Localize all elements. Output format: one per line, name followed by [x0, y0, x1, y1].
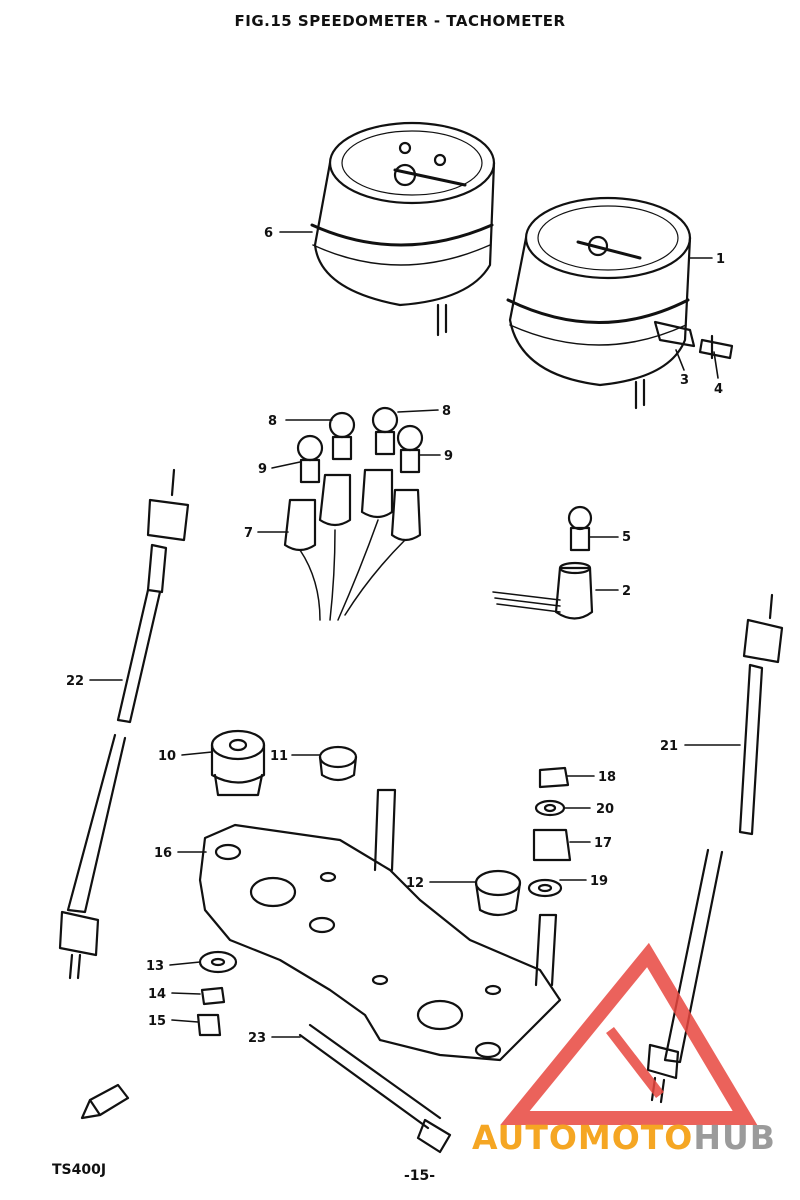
- bolt: [698, 334, 734, 360]
- tachometer-housing: [310, 121, 496, 337]
- callout-9-right: 9: [444, 449, 453, 464]
- callout-1: 1: [716, 252, 725, 267]
- indicator-socket: [653, 320, 696, 348]
- callout-4: 4: [714, 382, 723, 397]
- callout-7: 7: [244, 526, 253, 541]
- callout-6: 6: [264, 226, 273, 241]
- callout-5: 5: [622, 530, 631, 545]
- washer-stack: [527, 766, 572, 898]
- washer-nut-set: [196, 950, 238, 1037]
- model-code: TS400J: [52, 1162, 107, 1178]
- stud-bolt: [298, 1023, 452, 1154]
- callout-14: 14: [148, 987, 166, 1002]
- callout-11: 11: [270, 749, 288, 764]
- front-arrow-icon: [80, 1083, 130, 1120]
- figure-title: FIG.15 SPEEDOMETER - TACHOMETER: [234, 12, 566, 30]
- cushion-12: [474, 869, 522, 917]
- callout-8-left: 8: [268, 414, 277, 429]
- watermark-logo-icon: [500, 942, 758, 1125]
- callout-23: 23: [248, 1031, 266, 1046]
- watermark-text: AUTOMOTOHUB: [472, 1118, 776, 1157]
- cushion-10: [210, 729, 266, 797]
- callout-21: 21: [660, 739, 678, 754]
- callout-18: 18: [598, 770, 616, 785]
- watermark-part1: AUTOMOTO: [472, 1118, 694, 1157]
- tachometer-cable: [58, 468, 190, 980]
- cushion-11: [318, 745, 358, 782]
- callout-12: 12: [406, 876, 424, 891]
- bulb-harness: [283, 406, 424, 621]
- callout-8-right: 8: [442, 404, 451, 419]
- callout-20: 20: [596, 802, 614, 817]
- callout-3: 3: [680, 373, 689, 388]
- callout-10: 10: [158, 749, 176, 764]
- meter-bracket: [198, 788, 562, 1062]
- callout-13: 13: [146, 959, 164, 974]
- speedometer-housing: [506, 196, 692, 410]
- callout-15: 15: [148, 1014, 166, 1029]
- callout-17: 17: [594, 836, 612, 851]
- callout-9-left: 9: [258, 462, 267, 477]
- callout-19: 19: [590, 874, 608, 889]
- callout-16: 16: [154, 846, 172, 861]
- speedometer-cable: [646, 593, 784, 1104]
- page-number: -15-: [404, 1168, 436, 1184]
- callout-22: 22: [66, 674, 84, 689]
- watermark-part2: HUB: [693, 1118, 776, 1157]
- indicator-bulb-socket: [492, 505, 594, 620]
- callout-2: 2: [622, 584, 631, 599]
